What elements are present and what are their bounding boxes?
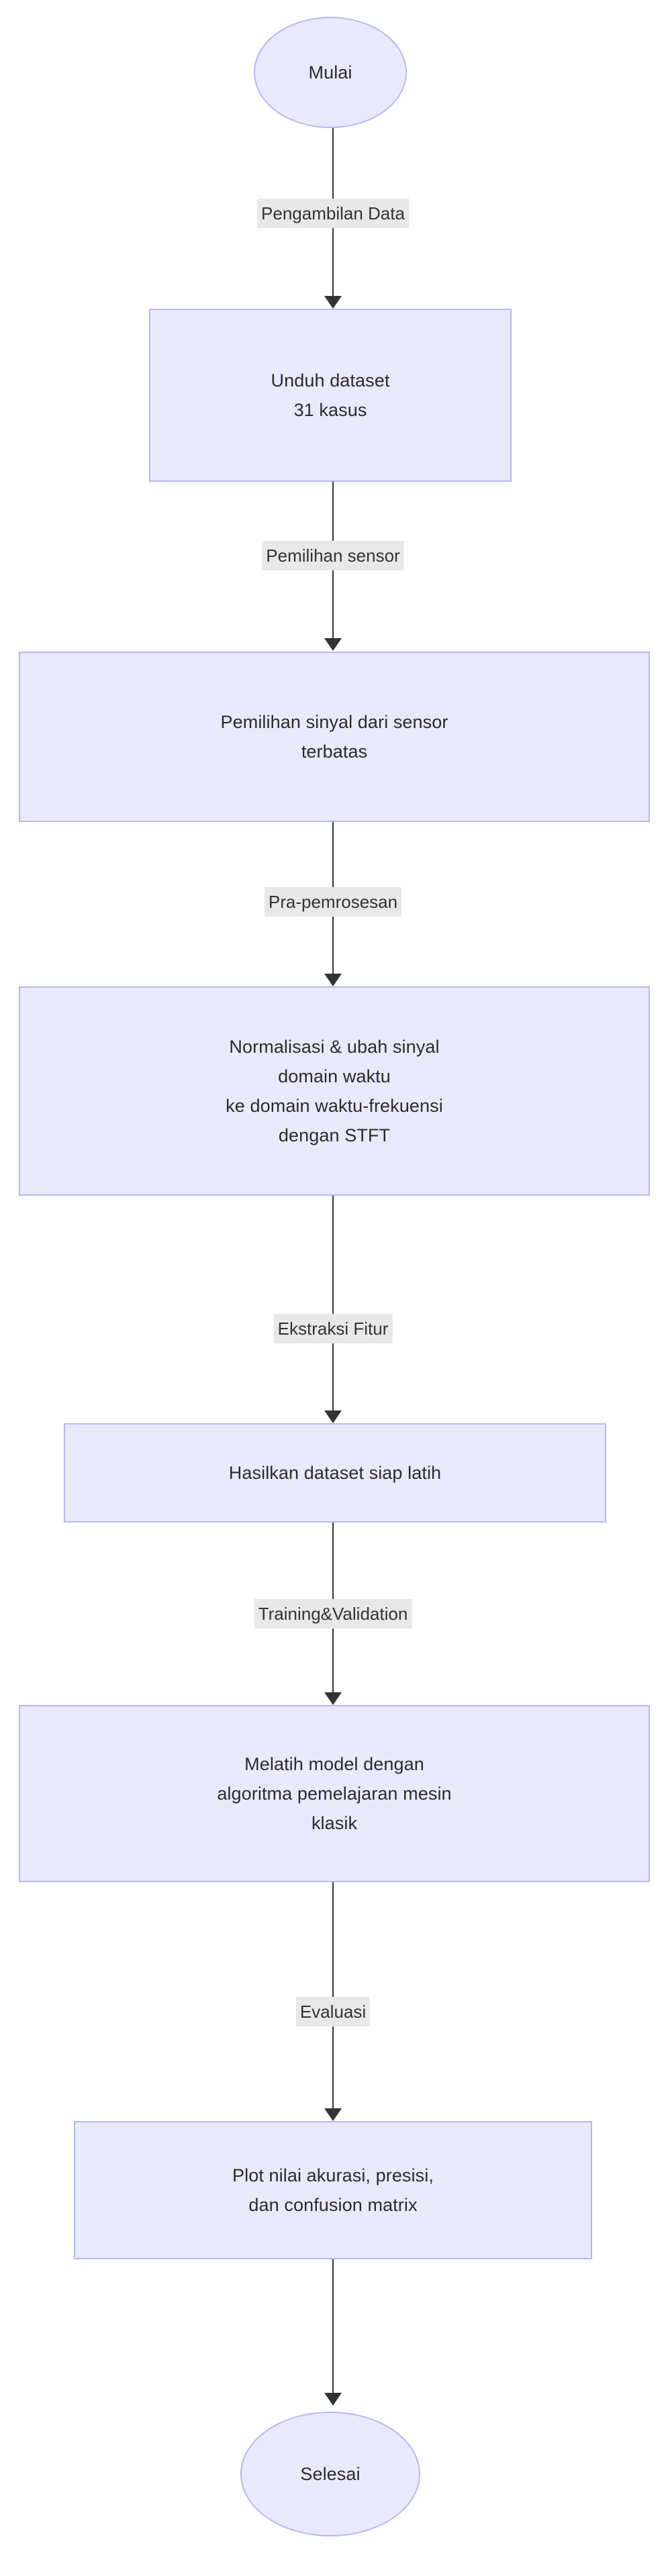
- node-mulai-label: Mulai: [308, 62, 352, 83]
- node-melatih-model-label: Melatih model dengan algoritma pemelajar…: [217, 1754, 452, 1833]
- arrowhead-to-selesai: [324, 2393, 342, 2406]
- node-plot-nilai-label: Plot nilai akurasi, presisi, dan confusi…: [232, 2165, 434, 2215]
- edge-label-ekstraksi-fitur: Ekstraksi Fitur: [273, 1314, 393, 1343]
- node-hasilkan-dataset-label: Hasilkan dataset siap latih: [228, 1463, 442, 1483]
- arrowhead-to-unduh: [324, 296, 342, 309]
- connector-melatih-to-plot: [332, 1882, 334, 2108]
- edge-label-evaluasi: Evaluasi: [295, 1997, 371, 2026]
- node-plot-nilai[interactable]: Plot nilai akurasi, presisi, dan confusi…: [74, 2121, 592, 2259]
- edge-label-training-validation: Training&Validation: [254, 1599, 412, 1629]
- node-unduh-dataset[interactable]: Unduh dataset 31 kasus: [149, 309, 512, 482]
- node-normalisasi-stft[interactable]: Normalisasi & ubah sinyal domain waktu k…: [19, 986, 650, 1196]
- arrowhead-to-normalisasi: [324, 974, 342, 986]
- edge-label-pemilihan-sensor: Pemilihan sensor: [262, 541, 404, 570]
- connector-plot-to-selesai: [332, 2259, 334, 2393]
- node-selesai[interactable]: Selesai: [240, 2412, 420, 2536]
- node-selesai-label: Selesai: [300, 2464, 361, 2484]
- edge-label-pra-pemrosesan: Pra-pemrosesan: [264, 887, 402, 917]
- connector-normalisasi-to-hasilkan: [332, 1196, 334, 1410]
- node-normalisasi-stft-label: Normalisasi & ubah sinyal domain waktu k…: [226, 1037, 443, 1145]
- arrowhead-to-plot: [324, 2108, 342, 2121]
- node-unduh-dataset-label: Unduh dataset 31 kasus: [271, 370, 390, 420]
- node-pemilihan-sinyal[interactable]: Pemilihan sinyal dari sensor terbatas: [19, 652, 650, 822]
- edge-label-pengambilan-data: Pengambilan Data: [257, 199, 409, 228]
- node-hasilkan-dataset[interactable]: Hasilkan dataset siap latih: [64, 1423, 606, 1523]
- node-mulai[interactable]: Mulai: [254, 17, 407, 128]
- node-pemilihan-sinyal-label: Pemilihan sinyal dari sensor terbatas: [220, 712, 448, 762]
- arrowhead-to-pemilihan: [324, 638, 342, 651]
- arrowhead-to-melatih: [324, 1692, 342, 1705]
- node-melatih-model[interactable]: Melatih model dengan algoritma pemelajar…: [19, 1705, 650, 1882]
- arrowhead-to-hasilkan: [324, 1410, 342, 1423]
